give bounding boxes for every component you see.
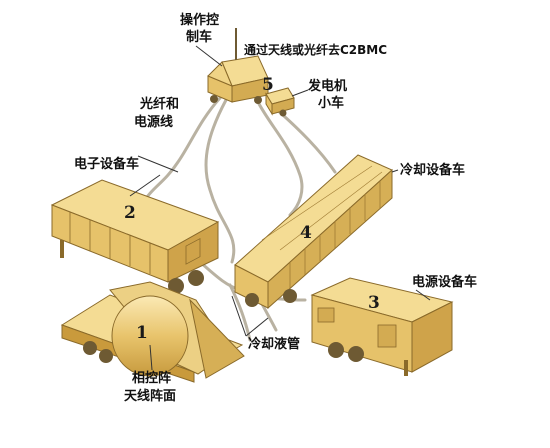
- label-fiber-power-line2: 电源线: [134, 115, 174, 130]
- number-cooling: 4: [300, 223, 312, 243]
- number-radar: 1: [136, 323, 148, 343]
- label-cooling-pipe: 冷却液管: [248, 337, 301, 352]
- label-power-vehicle: 电源设备车: [412, 275, 478, 290]
- cooling-vehicle: [234, 154, 393, 310]
- number-control: 5: [262, 75, 274, 95]
- leader-lines: [129, 45, 431, 371]
- control-vehicle: [207, 28, 269, 104]
- generator-trailer: [265, 87, 295, 117]
- label-cooling-vehicle: 冷却设备车: [400, 163, 466, 178]
- label-electronics-vehicle: 电子设备车: [74, 157, 140, 172]
- label-radar-line2: 天线阵面: [124, 389, 177, 404]
- label-control-vehicle-line2: 制车: [186, 30, 213, 45]
- label-fiber-power-line1: 光纤和: [140, 97, 180, 112]
- electronics-vehicle: [50, 179, 220, 294]
- label-generator-line2: 小车: [318, 96, 345, 111]
- label-link-to-c2bmc: 通过天线或光纤去C2BMC: [244, 43, 388, 57]
- label-radar-line1: 相控阵: [132, 371, 172, 386]
- power-vehicle: [310, 277, 454, 376]
- radar-vehicle: [60, 281, 245, 383]
- label-generator-line1: 发电机: [308, 79, 348, 94]
- number-electronics: 2: [124, 203, 136, 223]
- label-control-vehicle-line1: 操作控: [180, 13, 220, 28]
- number-power: 3: [368, 293, 380, 313]
